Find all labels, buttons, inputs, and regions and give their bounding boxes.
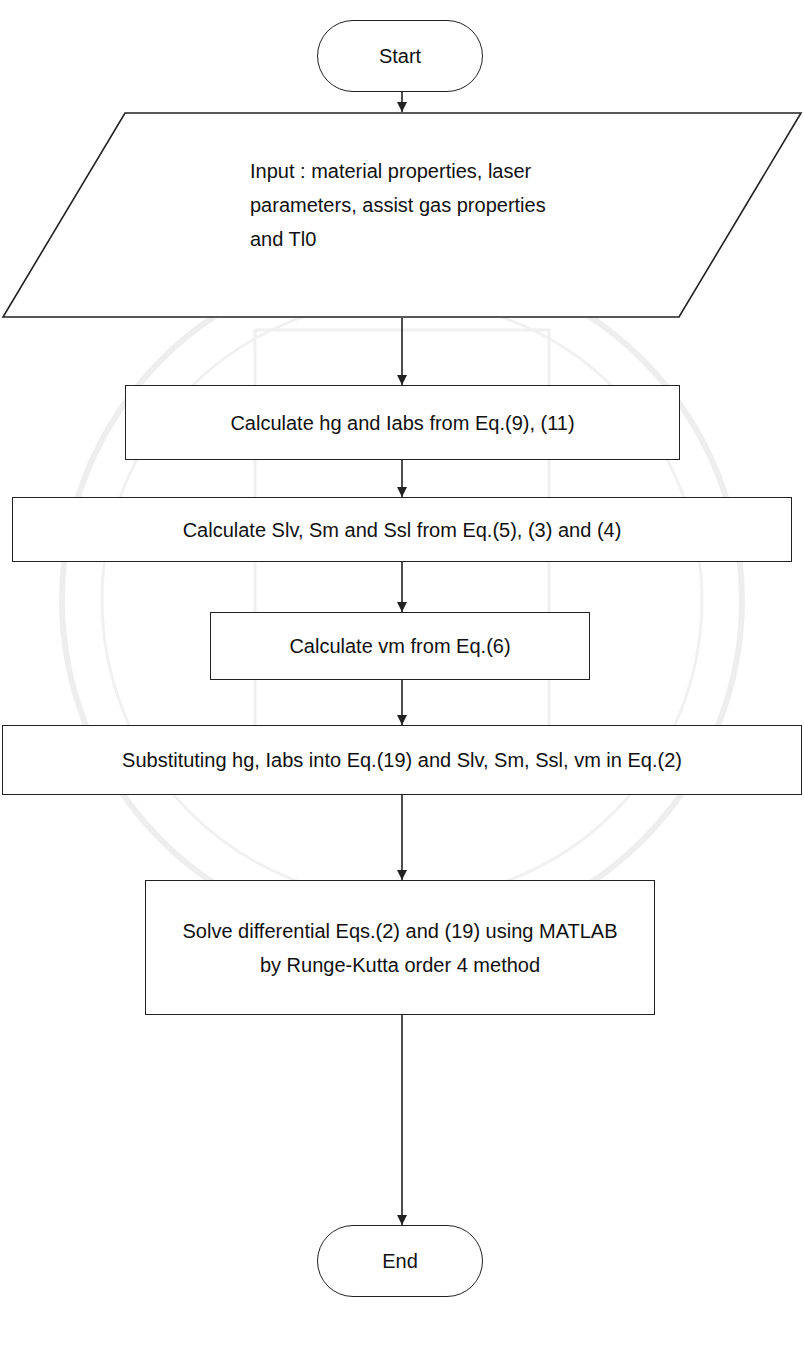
watermark-ring (62, 260, 742, 940)
flow-arrow (401, 1015, 403, 1225)
flow-arrow (401, 680, 403, 725)
flow-arrow (401, 92, 403, 112)
process-text: Calculate vm from Eq.(6) (289, 629, 510, 663)
flow-arrow (401, 318, 403, 385)
parallelogram-shape (3, 113, 801, 317)
input-parallelogram: Input : material properties, laser param… (0, 112, 804, 318)
process-text: Substituting hg, Iabs into Eq.(19) and S… (122, 743, 682, 777)
process-text: Solve differential Eqs.(2) and (19) usin… (180, 914, 620, 982)
process-box: Solve differential Eqs.(2) and (19) usin… (145, 880, 655, 1015)
terminal-end: End (317, 1225, 483, 1297)
input-text: Input : material properties, laser param… (250, 154, 580, 256)
terminal-label: End (382, 1244, 418, 1278)
flow-arrow (401, 562, 403, 612)
terminal-start: Start (317, 20, 483, 92)
process-box: Calculate hg and Iabs from Eq.(9), (11) (125, 385, 680, 460)
flow-arrow (401, 795, 403, 880)
process-text: Calculate hg and Iabs from Eq.(9), (11) (230, 406, 574, 440)
terminal-label: Start (379, 39, 421, 73)
process-box: Substituting hg, Iabs into Eq.(19) and S… (2, 725, 802, 795)
process-text: Calculate Slv, Sm and Ssl from Eq.(5), (… (183, 513, 622, 547)
process-box: Calculate Slv, Sm and Ssl from Eq.(5), (… (12, 497, 792, 562)
process-box: Calculate vm from Eq.(6) (210, 612, 590, 680)
flow-arrow (401, 460, 403, 497)
watermark-ring (102, 300, 702, 900)
